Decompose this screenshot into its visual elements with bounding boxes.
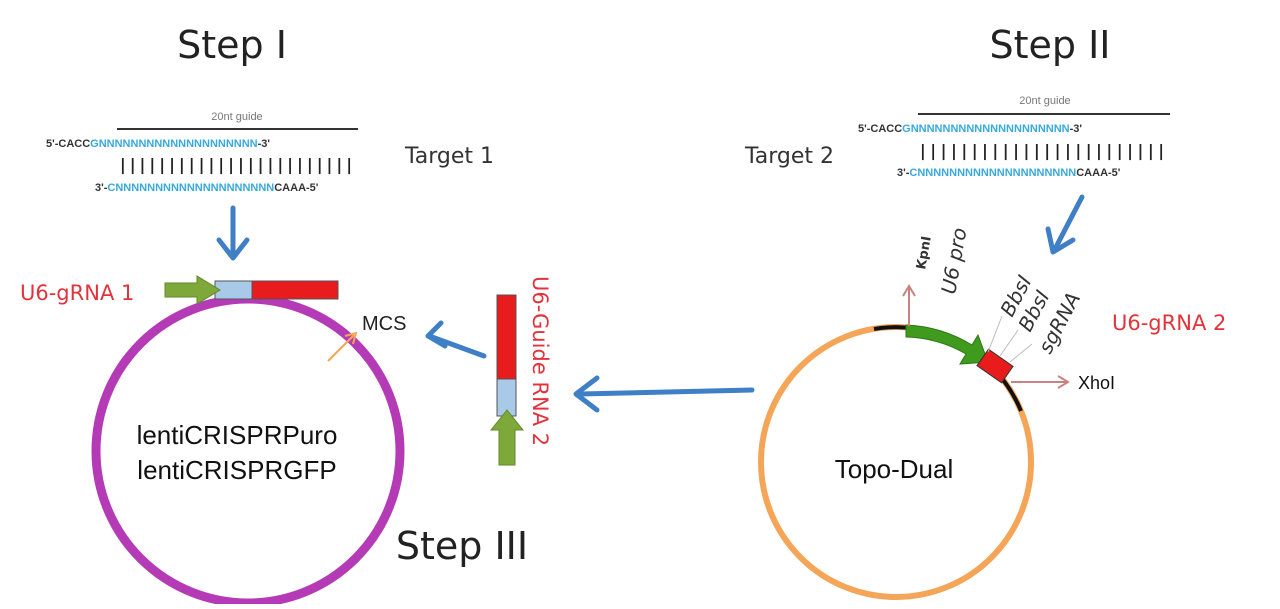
topo-u6-promoter-arrow xyxy=(905,324,989,365)
left-bottom-strand: 3'-CNNNNNNNNNNNNNNNNNNNNCAAA-5' xyxy=(95,182,319,194)
u6-grna-1-label: U6-gRNA 1 xyxy=(20,281,134,305)
right-bottom-strand: 3'-CNNNNNNNNNNNNNNNNNNNNCAAA-5' xyxy=(897,167,1121,179)
target-2-label: Target 2 xyxy=(744,144,834,169)
left-guide-label: 20nt guide xyxy=(211,111,262,123)
left-top-strand: 5'-CACCGNNNNNNNNNNNNNNNNNNNN-3' xyxy=(46,138,270,150)
xhoi-label: XhoI xyxy=(1078,373,1115,393)
topo-to-cassette-arrow xyxy=(573,375,755,413)
vertical-scaffold xyxy=(496,294,517,380)
left-oligo: 20nt guide 5'-CACCGNNNNNNNNNNNNNNNNNNNN-… xyxy=(46,111,494,194)
u6-promoter-arrow xyxy=(164,275,221,305)
vertical-u6-promoter xyxy=(489,409,525,466)
mcs-site xyxy=(327,331,358,362)
xhoi-site xyxy=(1011,375,1070,389)
bbsi-tick-2 xyxy=(999,329,1019,357)
step-2-title: Step II xyxy=(989,23,1110,67)
plasmid-name-gfp: lentiCRISPRGFP xyxy=(137,455,336,485)
scaffold-region xyxy=(251,280,339,300)
left-base-pairs: |||||||||||||||||||||||| xyxy=(118,155,354,175)
plasmid-name-puro: lentiCRISPRPuro xyxy=(137,420,338,450)
lenticrispr-plasmid xyxy=(91,294,405,608)
u6-guide-rna-2-cassette xyxy=(489,294,525,466)
step-1-title: Step I xyxy=(177,23,287,67)
right-oligo: 20nt guide 5'-CACCGNNNNNNNNNNNNNNNNNNNN-… xyxy=(744,95,1170,179)
u6-grna-2-label: U6-gRNA 2 xyxy=(1112,311,1226,335)
target-1-label: Target 1 xyxy=(404,144,494,169)
insert-to-mcs-arrow xyxy=(425,320,487,359)
u6-grna-1-cassette xyxy=(164,275,339,305)
right-base-pairs: |||||||||||||||||||||||| xyxy=(918,141,1166,161)
right-guide-label: 20nt guide xyxy=(1019,95,1070,107)
right-top-strand: 5'-CACCGNNNNNNNNNNNNNNNNNNNN-3' xyxy=(858,123,1082,135)
step-3-title: Step III xyxy=(396,524,528,568)
bbsi-tick-1 xyxy=(987,315,1003,353)
topo-sgrna-block xyxy=(976,348,1014,384)
kpni-site xyxy=(902,284,916,326)
u6-guide-rna-2-label: U6-Guide RNA 2 xyxy=(528,276,552,446)
sgrna-tick xyxy=(1009,343,1033,363)
right-insert-arrow xyxy=(1045,194,1085,255)
u6-pro-label: U6 pro xyxy=(936,226,971,296)
left-insert-arrow xyxy=(216,205,250,261)
topo-dual-name: Topo-Dual xyxy=(835,454,954,484)
kpni-label: KpnI xyxy=(914,235,935,271)
mcs-label: MCS xyxy=(362,313,406,335)
